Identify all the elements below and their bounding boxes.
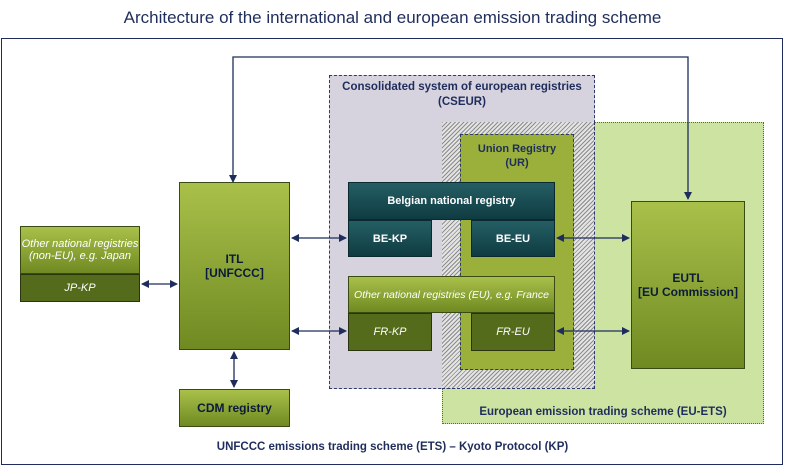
union-registry-label: Union Registry (UR) — [460, 142, 574, 170]
eutl-line1: EUTL — [672, 271, 704, 285]
cseur-label: Consolidated system of european registri… — [329, 80, 595, 110]
euets-label: European emission trading scheme (EU-ETS… — [479, 406, 727, 418]
other-non-eu-line1: Other national registries — [21, 238, 139, 250]
fr-kp-box: FR-KP — [348, 313, 432, 351]
cdm-registry-box: CDM registry — [179, 389, 290, 427]
other-non-eu-registries-box: Other national registries (non-EU), e.g.… — [20, 226, 140, 274]
union-registry-label-line1: Union Registry — [477, 143, 557, 155]
itl-box: ITL [UNFCCC] — [179, 182, 290, 350]
other-non-eu-line2: (non-EU), e.g. Japan — [28, 250, 132, 262]
itl-line2: [UNFCCC] — [205, 266, 264, 280]
eutl-box: EUTL [EU Commission] — [631, 201, 745, 369]
cseur-label-line2: (CSEUR) — [438, 96, 486, 108]
diagram-title: Architecture of the international and eu… — [123, 8, 662, 27]
union-registry-label-line2: (UR) — [505, 157, 529, 169]
itl-eutl-top-connector — [229, 56, 692, 200]
eutl-line2: [EU Commission] — [637, 285, 738, 299]
unfccc-scheme-label: UNFCCC emissions trading scheme (ETS) – … — [216, 441, 569, 453]
other-eu-registries-header: Other national registries (EU), e.g. Fra… — [348, 276, 555, 313]
be-eu-box: BE-EU — [471, 220, 555, 257]
jp-kp-box: JP-KP — [20, 274, 140, 302]
cseur-label-line1: Consolidated system of european registri… — [342, 81, 582, 93]
be-kp-box: BE-KP — [348, 220, 432, 257]
itl-line1: ITL — [225, 252, 244, 266]
fr-eu-box: FR-EU — [471, 313, 555, 351]
